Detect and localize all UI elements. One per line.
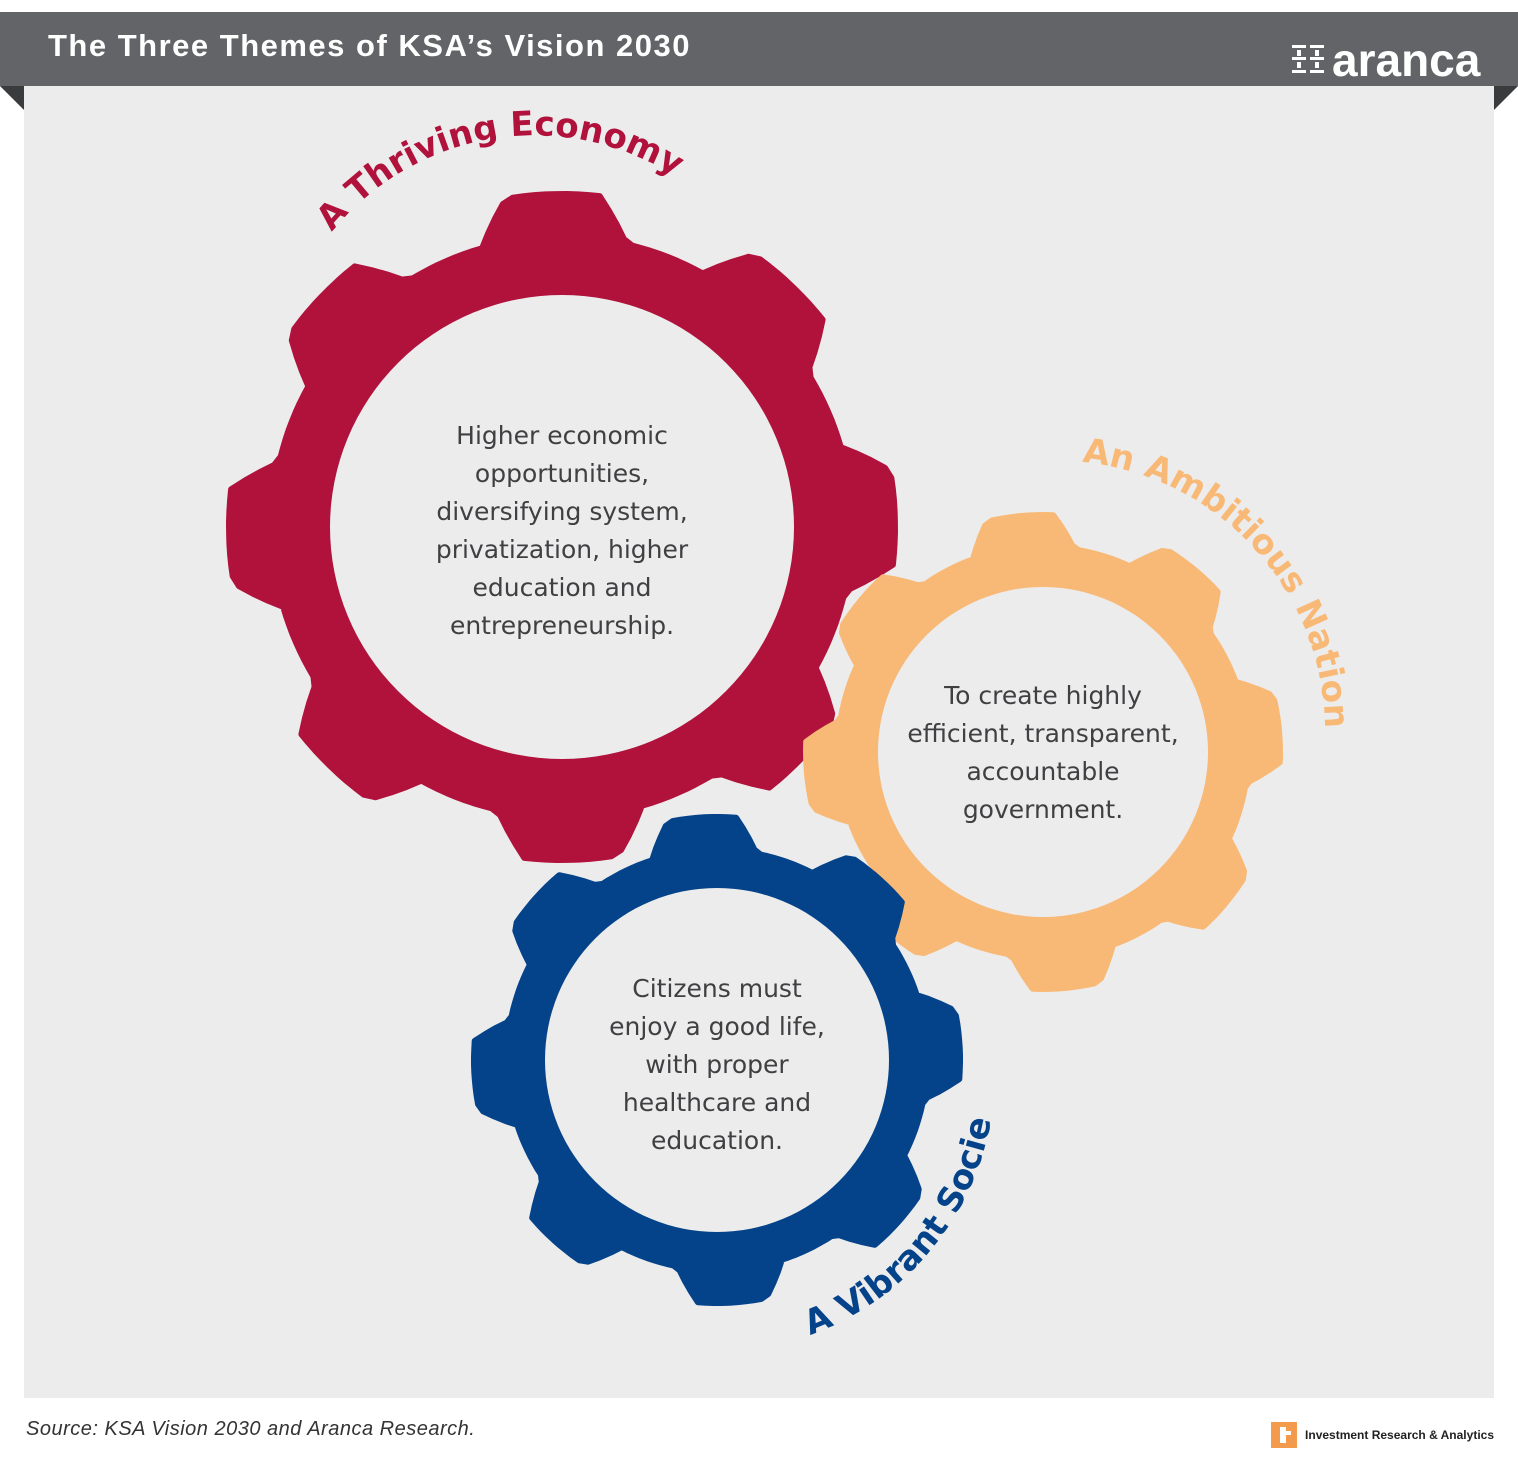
economy-line: education and (472, 573, 652, 602)
economy-line: opportunities, (474, 459, 650, 488)
aranca-logo: aranca (1292, 36, 1480, 84)
aranca-brand-icon (1271, 1422, 1298, 1448)
economy-line: entrepreneurship. (449, 611, 675, 640)
source-note: Source: KSA Vision 2030 and Aranca Resea… (26, 1418, 476, 1440)
nation-description: To create highly efficient, transparent,… (893, 677, 1193, 829)
footer-brand: Investment Research & Analytics (1271, 1422, 1494, 1448)
aranca-logo-icon (1292, 45, 1324, 73)
brand-tagline: Investment Research & Analytics (1305, 1428, 1494, 1442)
page-title: The Three Themes of KSA’s Vision 2030 (48, 28, 691, 63)
nation-line: government. (962, 795, 1124, 824)
ribbon-fold-right (1494, 86, 1518, 110)
society-line: healthcare and (622, 1088, 812, 1117)
nation-line: To create highly (944, 681, 1142, 710)
gear-nation-hub (878, 587, 1208, 917)
society-description: Citizens must enjoy a good life, with pr… (567, 970, 867, 1160)
society-line: education. (651, 1126, 783, 1155)
society-line: with proper (645, 1050, 789, 1079)
economy-line: diversifying system, (436, 497, 688, 526)
ribbon-fold-left (0, 86, 24, 110)
nation-line: accountable (966, 757, 1120, 786)
economy-description: Higher economic opportunities, diversify… (392, 417, 732, 645)
aranca-logo-wordmark: aranca (1332, 34, 1481, 86)
title-bar: The Three Themes of KSA’s Vision 2030 ar… (0, 12, 1518, 86)
nation-line: efficient, transparent, (907, 719, 1179, 748)
gear-economy-hub (330, 295, 794, 759)
gear-society-hub (545, 888, 889, 1232)
society-line: enjoy a good life, (609, 1012, 825, 1041)
economy-line: Higher economic (456, 421, 668, 450)
economy-line: privatization, higher (435, 535, 689, 564)
society-line: Citizens must (632, 974, 802, 1003)
